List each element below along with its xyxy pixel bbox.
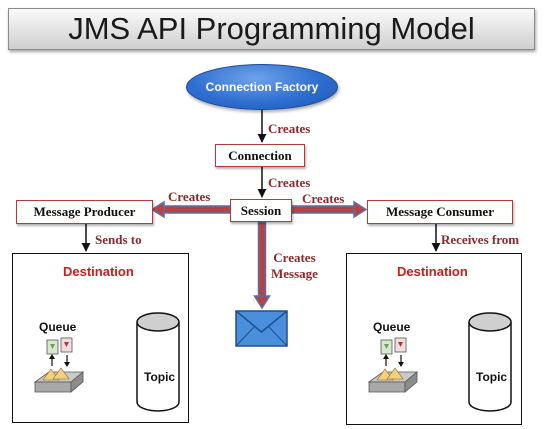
edge-label-session-producer: Creates — [168, 189, 211, 204]
destination-box-right: Destination Queue Topic — [346, 253, 522, 425]
edge-label-factory-connection: Creates — [268, 121, 311, 136]
edge-label-session-message: Creates Message — [271, 250, 318, 283]
edge-label-session-message-line2: Message — [271, 266, 318, 282]
edge-label-session-message-line1: Creates — [273, 250, 316, 265]
session-node: Session — [230, 199, 292, 222]
arrow-session-producer — [150, 200, 231, 219]
queue-icon — [367, 337, 419, 393]
queue-icon — [33, 337, 85, 393]
topic-label: Topic — [476, 370, 508, 384]
connection-node: Connection — [215, 144, 305, 167]
edge-label-session-consumer: Creates — [302, 191, 345, 206]
topic-cylinder-icon — [136, 312, 180, 412]
destination-title: Destination — [397, 264, 468, 279]
message-producer-node: Message Producer — [16, 200, 153, 224]
message-consumer-node: Message Consumer — [367, 200, 513, 224]
topic-label: Topic — [144, 370, 176, 384]
edge-label-connection-session: Creates — [268, 175, 311, 190]
queue-label: Queue — [39, 320, 77, 334]
arrow-session-consumer — [291, 200, 368, 219]
edge-label-receives-from: Receives from — [441, 232, 520, 247]
queue-label: Queue — [373, 320, 411, 334]
destination-box-left: Destination Queue Topic — [12, 253, 189, 423]
destination-title: Destination — [63, 264, 134, 279]
edge-label-sends-to: Sends to — [95, 232, 142, 247]
message-envelope-icon — [235, 310, 288, 347]
diagram-title: JMS API Programming Model — [8, 8, 535, 50]
arrow-session-message — [253, 221, 271, 310]
topic-cylinder-icon — [468, 312, 512, 412]
connection-factory-node: Connection Factory — [186, 64, 338, 110]
